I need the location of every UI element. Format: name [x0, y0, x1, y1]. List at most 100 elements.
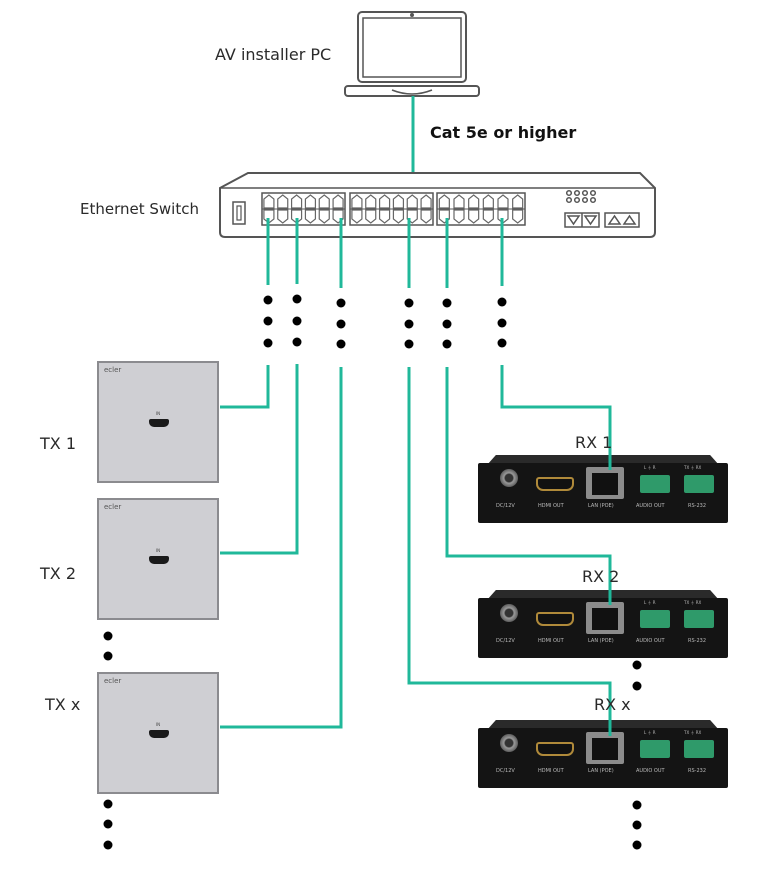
hdmi-out-port-icon	[536, 612, 574, 626]
port-label: IN	[156, 411, 161, 416]
ellipsis-dot	[103, 651, 113, 661]
ellipsis-dot	[292, 294, 302, 304]
ellipsis-dot	[632, 681, 642, 691]
rx-rear-panel: DC/12V HDMI OUT LAN (POE) L ⏚ R AUDIO OU…	[478, 463, 728, 523]
ellipsis-dot	[103, 819, 113, 829]
ellipsis-dot	[404, 298, 414, 308]
audio-caption: AUDIO OUT	[636, 503, 665, 509]
brand-logo: ecler	[104, 366, 122, 374]
serial-pins-caption: TX ⏚ RX	[684, 730, 702, 735]
ellipsis-dot	[103, 799, 113, 809]
cable-tx1-lower	[220, 365, 270, 409]
hdmi-caption: HDMI OUT	[538, 503, 564, 509]
port-label: IN	[156, 722, 161, 727]
rj45-port-icon	[482, 194, 494, 209]
ellipsis-dot	[497, 318, 507, 328]
rj45-port-icon	[365, 209, 377, 224]
hdmi-port-icon	[149, 556, 169, 564]
lan-caption: LAN (POE)	[588, 638, 614, 644]
rx-label: RX 2	[582, 567, 620, 586]
cable-lines	[220, 218, 612, 736]
cable-txx-lower	[220, 367, 343, 729]
switch-uplink-ports	[564, 212, 640, 228]
audio-terminal-icon	[640, 740, 670, 758]
lan-port-icon	[586, 602, 624, 634]
rj45-port-icon	[351, 209, 363, 224]
power-caption: DC/12V	[496, 638, 515, 644]
rj45-port-icon	[318, 209, 330, 224]
port-label: IN	[156, 548, 161, 553]
switch-label: Ethernet Switch	[80, 200, 199, 218]
audio-pins-caption: L ⏚ R	[644, 465, 656, 470]
audio-caption: AUDIO OUT	[636, 768, 665, 774]
ellipsis-dot	[336, 339, 346, 349]
lan-caption: LAN (POE)	[588, 768, 614, 774]
cable-rx2-lower	[445, 367, 612, 605]
ellipsis-dot	[497, 338, 507, 348]
ellipsis-dot	[292, 337, 302, 347]
ellipsis-dot	[632, 840, 642, 850]
serial-caption: RS-232	[688, 503, 706, 509]
ellipsis-dot	[103, 631, 113, 641]
ellipsis-dot	[292, 316, 302, 326]
rj45-port-icon	[263, 209, 275, 224]
lan-port-icon	[586, 467, 624, 499]
ellipsis-dot	[263, 295, 273, 305]
rx-receiver-unit: DC/12V HDMI OUT LAN (POE) L ⏚ R AUDIO OU…	[478, 720, 728, 792]
rj45-port-icon	[277, 209, 289, 224]
rj45-port-icon	[420, 209, 432, 224]
ellipsis-dot	[336, 319, 346, 329]
brand-logo: ecler	[104, 503, 122, 511]
rx-label: RX 1	[575, 433, 613, 452]
ellipsis-dot	[442, 319, 452, 329]
hdmi-caption: HDMI OUT	[538, 768, 564, 774]
rj45-port-icon	[497, 194, 509, 209]
rj45-port-icon	[392, 209, 405, 224]
rx-rear-panel: DC/12V HDMI OUT LAN (POE) L ⏚ R AUDIO OU…	[478, 728, 728, 788]
cable-rx1-lower	[500, 365, 612, 470]
serial-pins-caption: TX ⏚ RX	[684, 465, 702, 470]
rj45-port-icon	[332, 194, 344, 209]
rj45-port-icon	[304, 194, 317, 209]
tx-label: TX 1	[40, 434, 76, 453]
rj45-port-icon	[290, 194, 303, 209]
rx-receiver-unit: DC/12V HDMI OUT LAN (POE) L ⏚ R AUDIO OU…	[478, 455, 728, 527]
rj45-port-icon	[277, 194, 289, 209]
switch-port-array	[261, 192, 526, 226]
ellipsis-dot	[336, 298, 346, 308]
laptop-icon	[344, 11, 480, 97]
hdmi-port-icon	[149, 419, 169, 427]
hdmi-out-port-icon	[536, 742, 574, 756]
serial-terminal-icon	[684, 610, 714, 628]
serial-terminal-icon	[684, 475, 714, 493]
rx-top-edge	[488, 720, 718, 728]
rj45-port-icon	[263, 194, 275, 209]
ellipsis-dot	[442, 298, 452, 308]
rj45-port-icon	[438, 194, 450, 209]
rj45-port-icon	[420, 194, 432, 209]
rj45-port-icon	[512, 209, 524, 224]
rj45-port-icon	[290, 209, 303, 224]
rx-receiver-unit: DC/12V HDMI OUT LAN (POE) L ⏚ R AUDIO OU…	[478, 590, 728, 662]
cable-label: Cat 5e or higher	[430, 123, 577, 142]
power-caption: DC/12V	[496, 768, 515, 774]
ellipsis-dot	[632, 820, 642, 830]
rj45-port-icon	[318, 194, 330, 209]
rj45-port-icon	[406, 194, 418, 209]
rj45-port-icon	[378, 209, 391, 224]
power-caption: DC/12V	[496, 503, 515, 509]
cable-rxx-lower	[407, 367, 612, 736]
ellipsis-dot	[404, 339, 414, 349]
rx-rear-panel: DC/12V HDMI OUT LAN (POE) L ⏚ R AUDIO OU…	[478, 598, 728, 658]
ellipsis-dot	[263, 338, 273, 348]
ellipsis-dot	[103, 840, 113, 850]
audio-caption: AUDIO OUT	[636, 638, 665, 644]
cable-tx2-lower	[220, 364, 299, 555]
serial-caption: RS-232	[688, 768, 706, 774]
rx-top-edge	[488, 590, 718, 598]
lan-caption: LAN (POE)	[588, 503, 614, 509]
serial-caption: RS-232	[688, 638, 706, 644]
lan-port-icon	[586, 732, 624, 764]
rj45-port-icon	[482, 209, 494, 224]
